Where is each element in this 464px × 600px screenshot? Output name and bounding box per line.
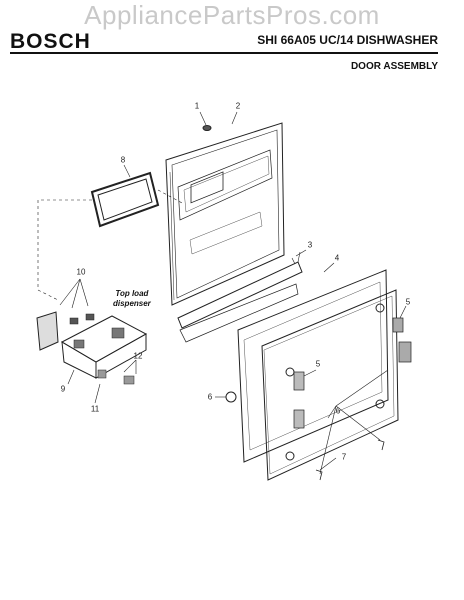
callout-7: 7	[341, 452, 347, 462]
callout-2: 2	[235, 101, 241, 111]
model-title: SHI 66A05 UC/14 DISHWASHER	[257, 33, 438, 47]
dispenser-note: Top load dispenser	[113, 289, 151, 309]
callout-5-switch: 5	[315, 359, 321, 369]
watermark: AppliancePartsPros.com	[84, 0, 380, 30]
clip-part-6	[225, 391, 237, 403]
callout-9: 9	[60, 384, 66, 394]
hinge-bracket	[398, 341, 412, 363]
note-line-1: Top load	[115, 289, 149, 298]
brand-logo: BOSCH	[10, 30, 91, 53]
outer-door-panel-part-4	[237, 269, 389, 463]
header-divider	[10, 52, 438, 54]
dispenser-assembly	[36, 311, 148, 385]
note-line-2: dispenser	[113, 299, 151, 308]
callout-1: 1	[194, 101, 200, 111]
callout-6-left: 6	[207, 392, 213, 402]
section-title: DOOR ASSEMBLY	[350, 61, 438, 72]
callout-11: 11	[90, 404, 100, 414]
callout-3: 3	[307, 240, 313, 250]
gasket-frame-part-8	[90, 171, 160, 228]
screw-part-1	[199, 111, 212, 131]
callout-5-latch: 5	[405, 297, 411, 307]
front-panel-part-7	[261, 289, 399, 481]
callout-6-right: 6	[335, 406, 341, 416]
latch-part-5	[392, 317, 404, 333]
callout-4: 4	[334, 253, 340, 263]
hinge-strip-part-3	[177, 251, 303, 343]
inner-door-liner	[165, 122, 285, 306]
callout-12: 12	[133, 351, 143, 361]
callout-8: 8	[120, 155, 126, 165]
callout-10: 10	[76, 267, 86, 277]
